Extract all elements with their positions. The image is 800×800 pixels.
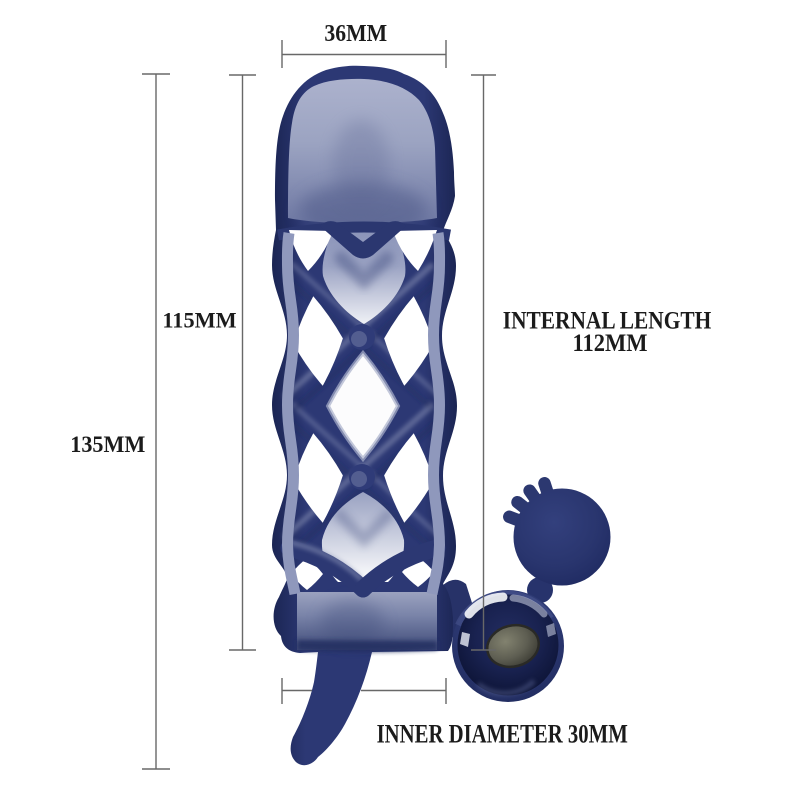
svg-text:INNER DIAMETER 30MM: INNER DIAMETER 30MM bbox=[377, 720, 628, 749]
svg-text:36MM: 36MM bbox=[324, 20, 387, 48]
svg-text:INTERNAL LENGTH: INTERNAL LENGTH bbox=[503, 307, 712, 335]
svg-text:112MM: 112MM bbox=[573, 329, 648, 358]
svg-text:115MM: 115MM bbox=[162, 307, 236, 332]
svg-text:135MM: 135MM bbox=[70, 432, 145, 458]
